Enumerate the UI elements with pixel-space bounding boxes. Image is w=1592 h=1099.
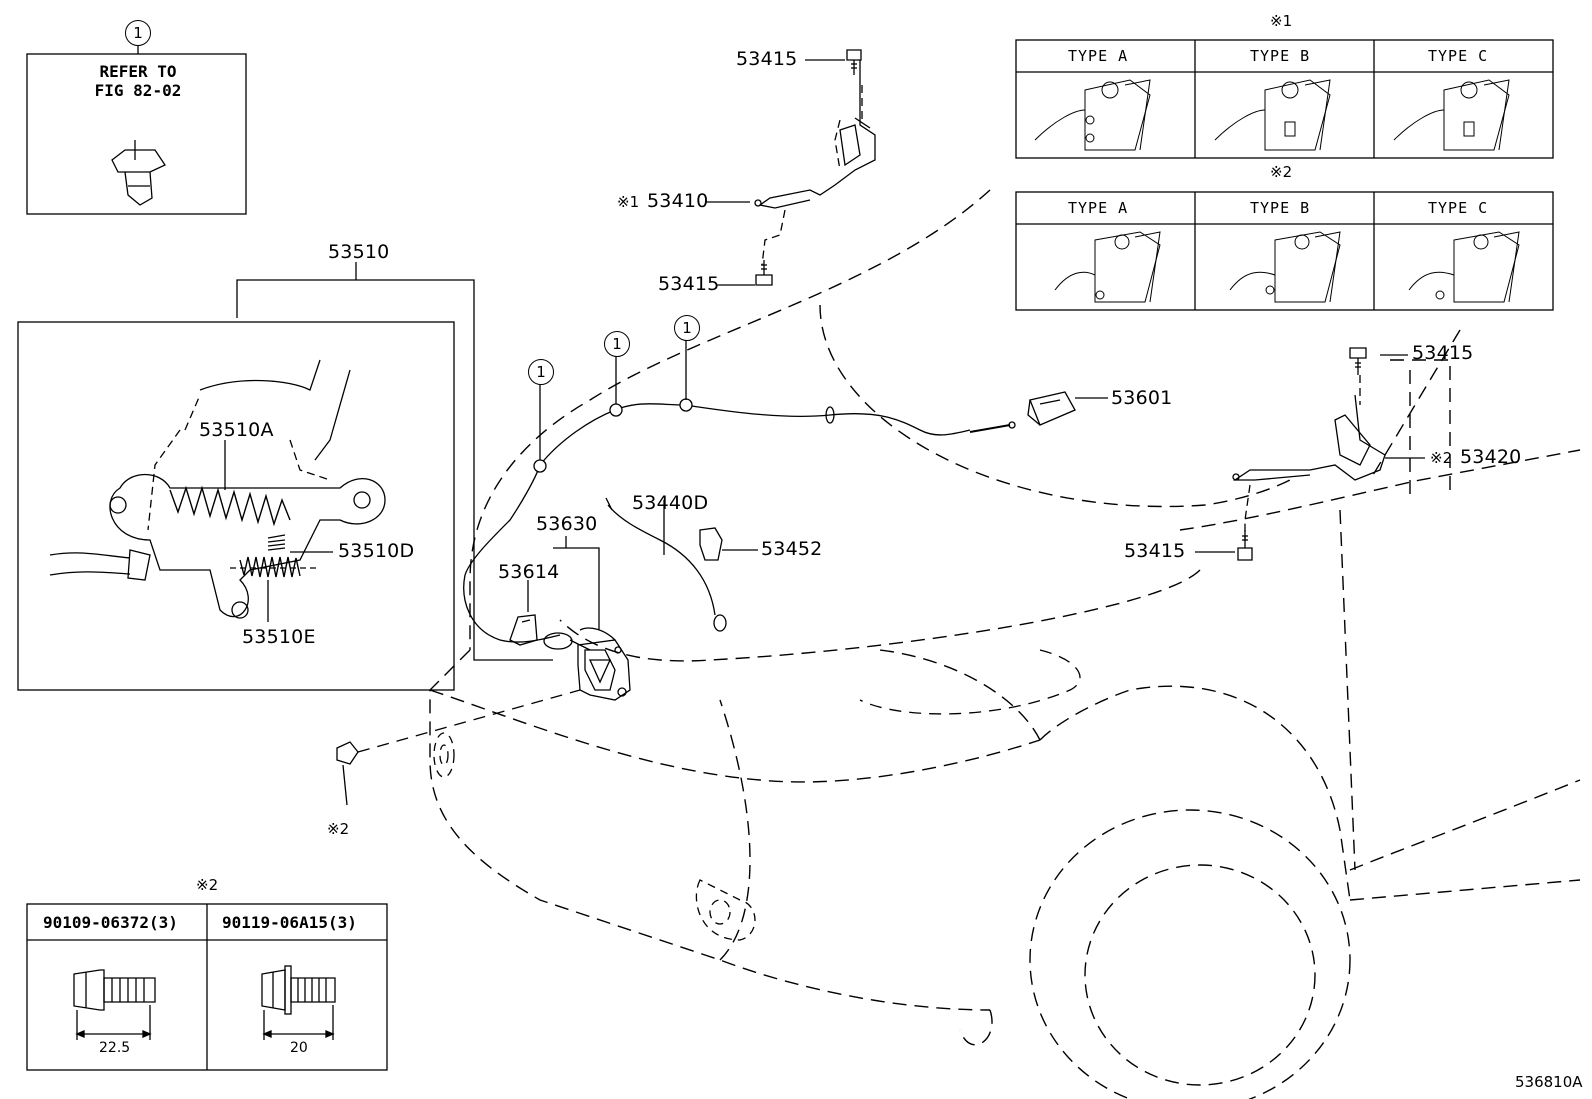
type-table-2-lines	[1015, 191, 1554, 311]
clip-53452	[699, 527, 758, 561]
label-53410-marker: ※1	[617, 193, 640, 211]
cable-circle-marker-1: 1	[528, 359, 554, 385]
type-table-2-header-c: TYPE C	[1428, 199, 1489, 217]
ref-box	[26, 53, 247, 215]
wheel	[1029, 809, 1351, 1099]
ref-text-line2: FIG 82-02	[94, 81, 182, 100]
type-table-1-header-b: TYPE B	[1250, 47, 1311, 65]
label-53510A: 53510A	[199, 419, 274, 441]
cable-circle-marker-3: 1	[674, 315, 700, 341]
car-body-outline	[429, 189, 1581, 1046]
hood-release-lever	[1027, 391, 1108, 426]
bolt-lower-left	[336, 689, 581, 806]
label-53420-marker: ※2	[1430, 449, 1453, 467]
type-table-2-marker: ※2	[1270, 163, 1293, 181]
label-53601: 53601	[1111, 387, 1173, 409]
label-53415-right-top: 53415	[1412, 342, 1474, 364]
figure-id: 536810A	[1515, 1073, 1583, 1091]
bolt-table-lines	[26, 903, 388, 1071]
bolt-drawing-1	[73, 969, 156, 1040]
bolt-53415-mid	[755, 260, 773, 286]
bolt-53415-top	[846, 49, 862, 75]
label-53510E: 53510E	[242, 626, 316, 648]
bolt-length-1: 22.5	[99, 1040, 131, 1056]
bolt-53415-right-bot	[1237, 530, 1253, 561]
hood-switch-wire	[605, 497, 727, 632]
type-table-2-header-a: TYPE A	[1068, 199, 1129, 217]
label-53614: 53614	[498, 561, 560, 583]
type-table-1-marker: ※1	[1270, 12, 1293, 30]
label-53410: 53410	[647, 190, 709, 212]
latch-detail-inset	[17, 321, 455, 691]
type-table-2-header-b: TYPE B	[1250, 199, 1311, 217]
type-table-1-header-c: TYPE C	[1428, 47, 1489, 65]
label-53510D: 53510D	[338, 540, 415, 562]
latch-detail-drawing	[49, 359, 386, 622]
type-table-1-header-a: TYPE A	[1068, 47, 1129, 65]
type2-hinge-sketches	[1054, 231, 1520, 303]
label-53630: 53630	[536, 513, 598, 535]
bolt-length-2: 20	[290, 1040, 308, 1056]
label-53415-right-bot: 53415	[1124, 540, 1186, 562]
label-53452: 53452	[761, 538, 823, 560]
hood-hinge-right	[1195, 354, 1425, 553]
fog-lamp-right	[695, 879, 756, 941]
ref-circle-marker: 1	[125, 20, 151, 46]
label-53415-mid: 53415	[658, 273, 720, 295]
label-53415-top: 53415	[736, 48, 798, 70]
hood-lock-assembly	[543, 627, 631, 701]
label-53510: 53510	[328, 241, 390, 263]
cable-circle-marker-2: 1	[604, 331, 630, 357]
type-table-1-lines	[1015, 39, 1554, 159]
bolt-table-part-2: 90119-06A15(3)	[222, 913, 357, 932]
label-53440D: 53440D	[632, 492, 709, 514]
bolt-table-part-1: 90109-06372(3)	[43, 913, 178, 932]
type1-hinge-sketches	[1034, 79, 1510, 151]
ref-clip-drawing	[111, 140, 166, 206]
hood-hinge-left	[705, 55, 876, 286]
hood-release-cable	[463, 398, 1016, 643]
bolt-53415-right-top	[1349, 347, 1367, 375]
bolt-drawing-2	[261, 965, 336, 1040]
cable-clip-53614	[509, 614, 538, 646]
bolt-table-marker: ※2	[196, 876, 219, 894]
ref-text-line1: REFER TO	[99, 62, 177, 81]
fog-lamp-left	[433, 732, 455, 778]
label-bolt-marker: ※2	[327, 820, 350, 838]
label-53420: 53420	[1460, 446, 1522, 468]
